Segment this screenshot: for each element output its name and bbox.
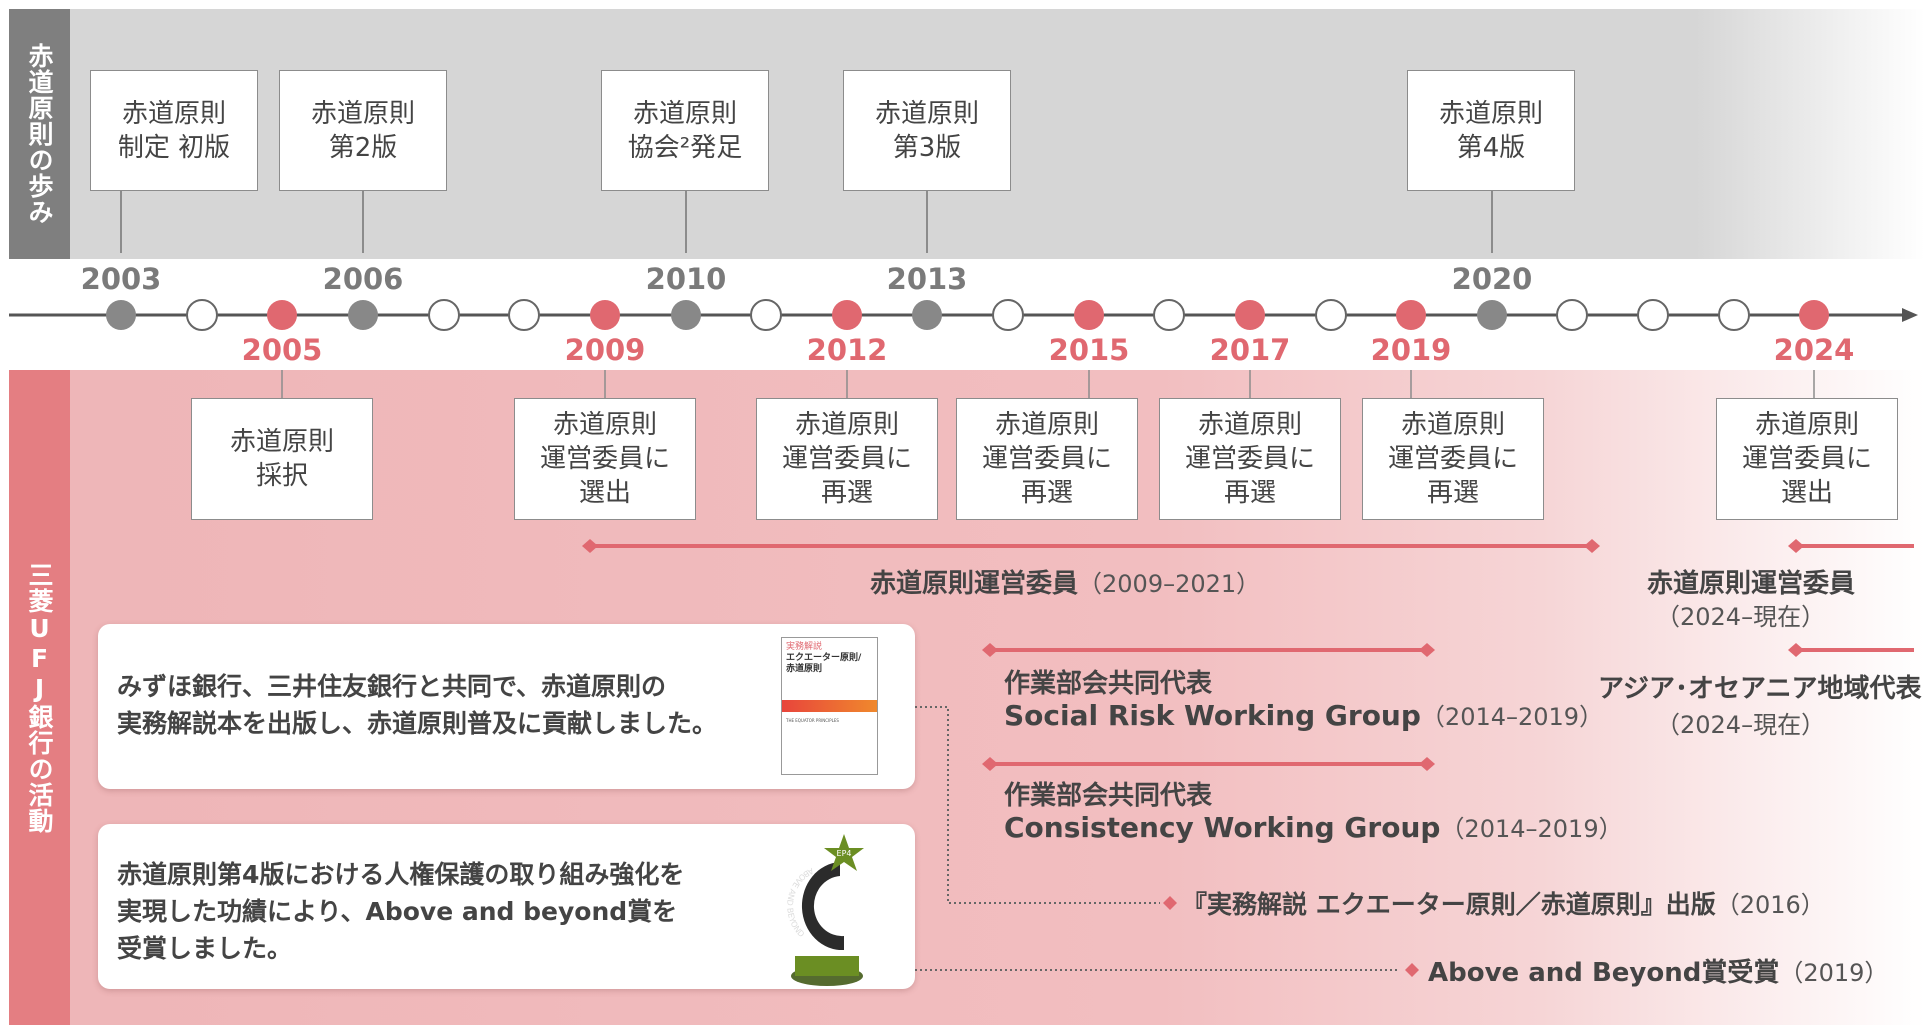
event-box-2012: 赤道原則 運営委員に 再選 [756, 398, 938, 520]
event-box-2017: 赤道原則 運営委員に 再選 [1159, 398, 1341, 520]
marker-2014 [992, 299, 1024, 331]
event-box-2024: 赤道原則 運営委員に 選出 [1716, 398, 1898, 520]
marker-2009 [590, 300, 620, 330]
book-cover-band [782, 700, 877, 712]
event-box-2006: 赤道原則 第2版 [279, 70, 447, 191]
social-risk-line1: 作業部会共同代表 [1004, 669, 1213, 699]
event-box-2003: 赤道原則 制定 初版 [90, 70, 258, 191]
steering-2009-period: （2009–2021） [1078, 570, 1261, 598]
consistency-line2: Consistency Working Group [1004, 811, 1441, 844]
social-risk-role: Social Risk Working Group（2014–2019） [1004, 697, 1603, 732]
connector-2010 [685, 191, 687, 253]
year-label-2005: 2005 [241, 333, 323, 367]
marker-2007 [428, 299, 460, 331]
marker-2019 [1396, 300, 1426, 330]
marker-2016 [1153, 299, 1185, 331]
year-label-2015: 2015 [1048, 333, 1130, 367]
marker-2006 [348, 300, 378, 330]
marker-2008 [508, 299, 540, 331]
event-box-2010: 赤道原則 協会²発足 [601, 70, 769, 191]
year-label-2013: 2013 [886, 262, 968, 296]
year-label-2006: 2006 [322, 262, 404, 296]
year-label-2003: 2003 [80, 262, 162, 296]
book-cover-line1: 実務解説 [786, 642, 823, 652]
marker-2004 [186, 299, 218, 331]
book-card-text: みずほ銀行、三井住友銀行と共同で、赤道原則の 実務解説本を出版し、赤道原則普及に… [117, 672, 718, 738]
event-box-2005: 赤道原則 採択 [191, 398, 373, 520]
year-label-2009: 2009 [564, 333, 646, 367]
year-label-2017: 2017 [1209, 333, 1291, 367]
book-publication-period: （2016） [1715, 891, 1825, 919]
book-publication-title: 『実務解説 エクエーター原則／赤道原則』出版 [1182, 890, 1716, 919]
book-cover-line3: 赤道原則 [786, 664, 823, 674]
marker-2003 [106, 300, 136, 330]
award-card-text: 赤道原則第4版における人権保護の取り組み強化を 実現した功績により、Above … [117, 860, 685, 963]
marker-2010 [671, 300, 701, 330]
trophy-icon: EP4 ABOVE AND BEYOND [785, 834, 864, 986]
marker-2005 [267, 300, 297, 330]
event-box-2013: 赤道原則 第3版 [843, 70, 1011, 191]
award-period: （2019） [1779, 959, 1889, 987]
connector-2003 [120, 191, 122, 253]
apac-2024-period: （2024–現在） [1656, 711, 1826, 739]
steering-2009-title: 赤道原則運営委員 [870, 569, 1079, 599]
year-label-2010: 2010 [645, 262, 727, 296]
trophy-star-text: EP4 [837, 849, 852, 858]
consistency-line1: 作業部会共同代表 [1004, 781, 1213, 811]
event-box-2020: 赤道原則 第4版 [1407, 70, 1575, 191]
marker-2012 [832, 300, 862, 330]
award-role: Above and Beyond賞受賞（2019） [1428, 952, 1888, 989]
event-box-2019: 赤道原則 運営委員に 再選 [1362, 398, 1544, 520]
award-card: 赤道原則第4版における人権保護の取り組み強化を 実現した功績により、Above … [98, 824, 915, 989]
year-label-2019: 2019 [1370, 333, 1452, 367]
apac-2024-title: アジア･オセアニア地域代表 [1598, 674, 1922, 704]
year-label-2012: 2012 [806, 333, 888, 367]
event-box-2015: 赤道原則 運営委員に 再選 [956, 398, 1138, 520]
connector-2006 [362, 191, 364, 253]
social-risk-period: （2014–2019） [1420, 703, 1604, 731]
connector-2020 [1491, 191, 1493, 253]
marker-2023 [1718, 299, 1750, 331]
consistency-role: Consistency Working Group（2014–2019） [1004, 809, 1623, 844]
book-cover-subtitle: THE EQUATOR PRINCIPLES [786, 718, 839, 723]
marker-2020 [1477, 300, 1507, 330]
marker-2024 [1799, 300, 1829, 330]
book-publication-role: 『実務解説 エクエーター原則／赤道原則』出版（2016） [1182, 885, 1825, 921]
mufg-activities-label: 三菱UFJ銀行の活動 [9, 370, 70, 1025]
marker-2015 [1074, 300, 1104, 330]
book-cover-image: 実務解説 エクエーター原則/ 赤道原則 THE EQUATOR PRINCIPL… [781, 637, 878, 775]
steering-2024-period: （2024–現在） [1656, 603, 1826, 631]
book-cover-line2: エクエーター原則/ [786, 653, 862, 663]
marker-2022 [1637, 299, 1669, 331]
principles-history-label: 赤道原則の歩み [9, 9, 70, 259]
event-box-2009: 赤道原則 運営委員に 選出 [514, 398, 696, 520]
marker-2021 [1556, 299, 1588, 331]
marker-2011 [750, 299, 782, 331]
marker-2013 [912, 300, 942, 330]
consistency-period: （2014–2019） [1440, 815, 1623, 843]
timeline-arrowhead [1902, 308, 1918, 322]
award-title: Above and Beyond賞受賞 [1428, 958, 1780, 988]
steering-2024-title: 赤道原則運営委員 [1647, 569, 1856, 599]
year-label-2020: 2020 [1451, 262, 1533, 296]
marker-2017 [1235, 300, 1265, 330]
steering-2009-role: 赤道原則運営委員（2009–2021） [870, 563, 1260, 600]
connector-2013 [926, 191, 928, 253]
year-label-2024: 2024 [1773, 333, 1855, 367]
social-risk-line2: Social Risk Working Group [1004, 699, 1421, 732]
book-card: みずほ銀行、三井住友銀行と共同で、赤道原則の 実務解説本を出版し、赤道原則普及に… [98, 624, 915, 789]
marker-2018 [1315, 299, 1347, 331]
book-leader [915, 706, 1160, 904]
